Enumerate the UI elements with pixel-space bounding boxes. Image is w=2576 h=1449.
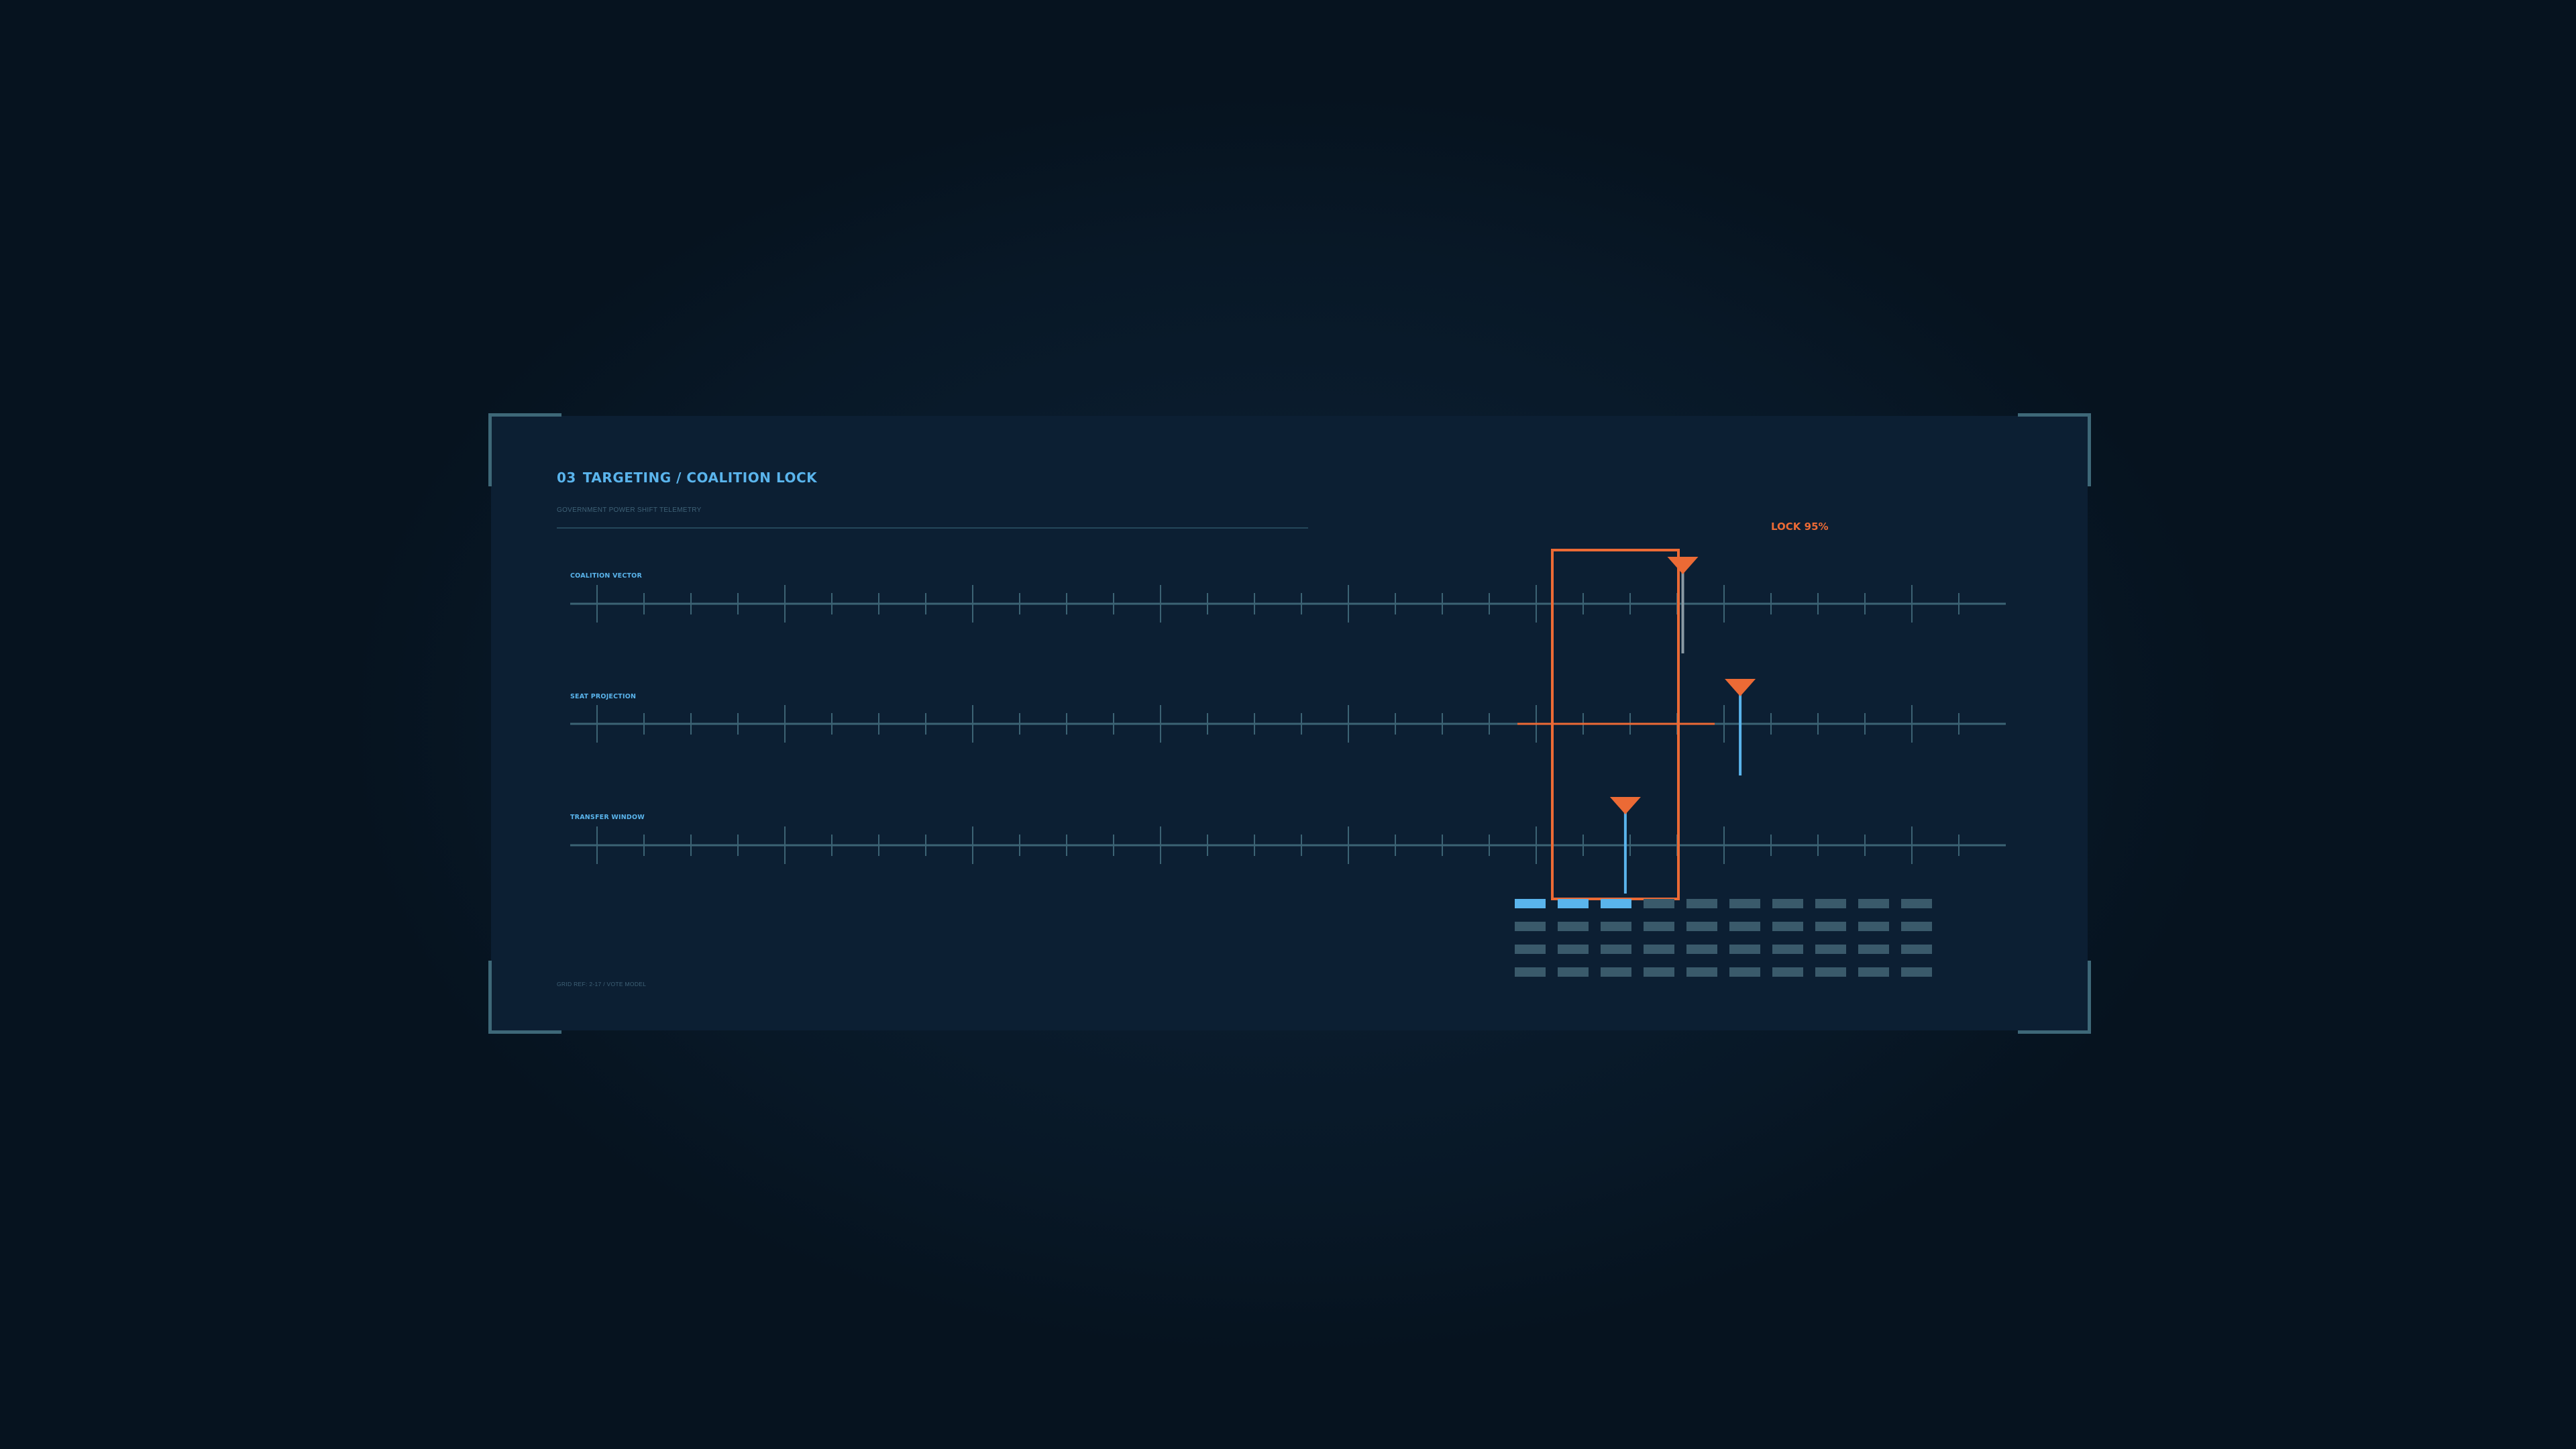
title-text: TARGETING / COALITION LOCK (582, 470, 818, 486)
signal-cell (1729, 945, 1760, 954)
signal-cell (1558, 945, 1589, 954)
signal-cell (1729, 922, 1760, 931)
panel-subtitle: GOVERNMENT POWER SHIFT TELEMETRY (557, 506, 702, 514)
track-label-coalition-vector: COALITION VECTOR (570, 572, 642, 580)
header-divider (557, 527, 1308, 529)
signal-cell (1772, 945, 1803, 954)
signal-cell (1644, 899, 1674, 908)
marker-triangle-icon (1609, 797, 1641, 814)
signal-cell (1601, 922, 1631, 931)
signal-cell (1729, 967, 1760, 977)
signal-cell (1558, 922, 1589, 931)
signal-cell (1772, 899, 1803, 908)
signal-cell (1601, 945, 1631, 954)
signal-cell (1815, 899, 1846, 908)
signal-cell-active (1601, 899, 1631, 908)
signal-cell (1772, 922, 1803, 931)
marker-triangle-icon (1667, 557, 1699, 574)
signal-cell (1686, 967, 1717, 977)
signal-cell-active (1558, 899, 1589, 908)
lock-status: LOCK 95% (1771, 521, 1829, 533)
track-label-seat-projection: SEAT PROJECTION (570, 693, 637, 700)
signal-cell (1815, 967, 1846, 977)
corner-bracket-bottom-right (2018, 961, 2091, 1034)
marker-triangle-icon (1725, 679, 1756, 696)
signal-cell (1686, 922, 1717, 931)
signal-cell (1815, 922, 1846, 931)
signal-cell (1772, 967, 1803, 977)
signal-cell (1901, 899, 1932, 908)
signal-cell (1515, 945, 1546, 954)
signal-cell (1729, 899, 1760, 908)
signal-cell (1858, 899, 1889, 908)
signal-cell (1815, 945, 1846, 954)
signal-cell (1644, 967, 1674, 977)
signal-cell (1515, 922, 1546, 931)
signal-cell (1858, 922, 1889, 931)
signal-cell (1858, 945, 1889, 954)
signal-cell (1686, 899, 1717, 908)
corner-bracket-top-right (2018, 413, 2091, 486)
signal-cell (1601, 967, 1631, 977)
signal-cell-active (1515, 899, 1546, 908)
panel-title: 03 TARGETING / COALITION LOCK (557, 470, 817, 486)
signal-cell (1858, 967, 1889, 977)
signal-cell (1901, 922, 1932, 931)
signal-cell (1901, 967, 1932, 977)
signal-cell (1558, 967, 1589, 977)
footer-reference: GRID REF: 2-17 / VOTE MODEL (557, 981, 647, 987)
signal-cell (1901, 945, 1932, 954)
track-label-transfer-window: TRANSFER WINDOW (570, 814, 645, 821)
signal-cell (1644, 922, 1674, 931)
corner-bracket-bottom-left (488, 961, 561, 1034)
corner-bracket-top-left (488, 413, 561, 486)
signal-cell (1686, 945, 1717, 954)
signal-cell (1515, 967, 1546, 977)
signal-cell (1644, 945, 1674, 954)
section-number: 03 (557, 470, 576, 486)
